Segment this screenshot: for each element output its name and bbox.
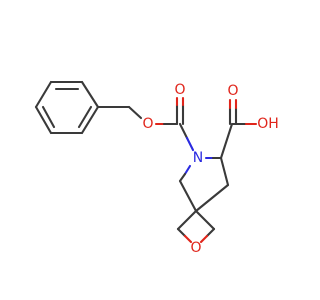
bond: [183, 164, 192, 176]
bond: [178, 122, 189, 140]
acid-hydroxyl: OH: [257, 116, 279, 132]
amine-nitrogen: N: [193, 150, 203, 166]
bond: [185, 136, 195, 152]
bond: [176, 227, 187, 238]
molecule-structure: O O N O OH O: [34, 80, 279, 256]
bond: [34, 105, 53, 135]
bond: [219, 122, 234, 160]
bond: [176, 209, 198, 231]
bond-double: [77, 105, 93, 129]
bond: [80, 80, 100, 109]
ester-oxygen: O: [142, 116, 153, 132]
bond: [194, 183, 230, 213]
bond: [183, 234, 193, 244]
benzene-ring: [34, 80, 100, 135]
bond: [178, 172, 187, 183]
bond-double: [41, 105, 56, 129]
oxetane-oxygen: O: [190, 240, 201, 256]
bond: [205, 227, 216, 238]
bond: [34, 80, 53, 109]
bond: [80, 105, 100, 135]
carbonyl-oxygen-cbz: O: [174, 82, 185, 98]
bond: [219, 156, 230, 187]
bond: [194, 209, 216, 231]
acid-carbonyl-oxygen: O: [227, 83, 238, 99]
bond: [199, 234, 209, 244]
bond: [127, 105, 143, 120]
bond: [178, 179, 198, 213]
